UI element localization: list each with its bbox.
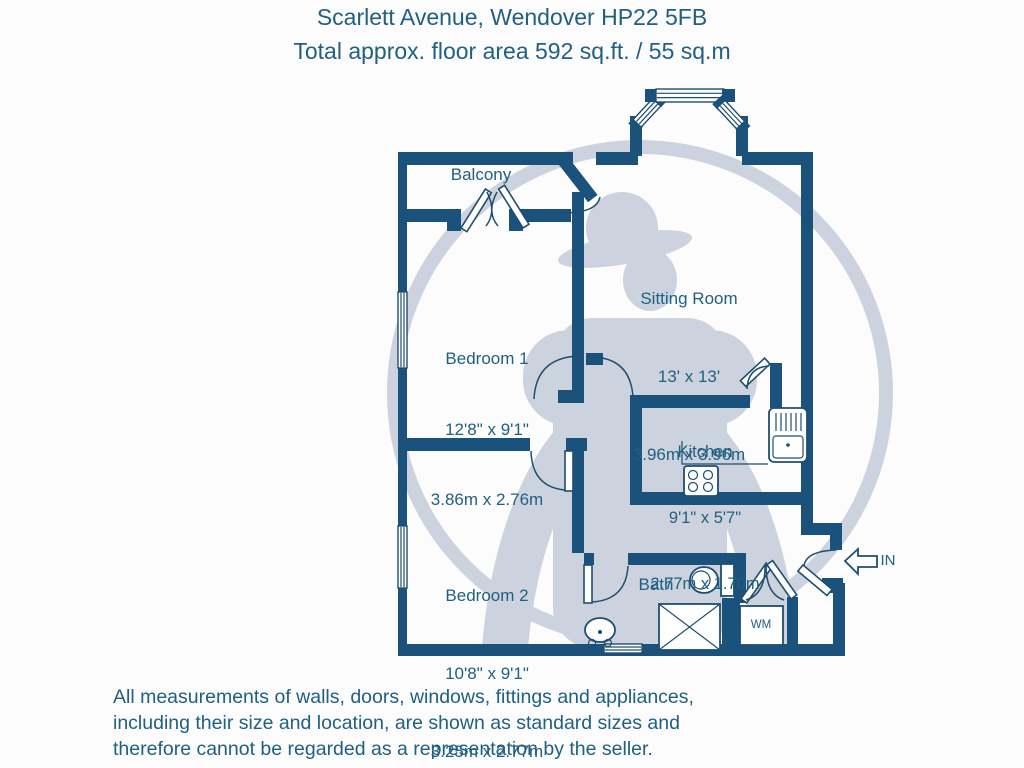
walls <box>398 116 845 656</box>
page-title-address: Scarlett Avenue, Wendover HP22 5FB <box>316 4 708 30</box>
disclaimer-line-2: including their size and location, are s… <box>113 712 680 734</box>
bedroom2-label: Bedroom 2 10'8" x 9'1" 3.25m x 2.77m <box>431 531 543 768</box>
disclaimer-line-1: All measurements of walls, doors, window… <box>113 686 694 708</box>
bedroom2-metric: 3.25m x 2.77m <box>430 742 544 761</box>
bay-window <box>628 88 751 135</box>
bedroom2-name: Bedroom 2 <box>445 586 529 605</box>
washing-machine-box <box>739 605 784 646</box>
bedroom1-window <box>397 291 408 369</box>
entry-door <box>796 549 837 597</box>
balcony-label: Balcony <box>450 165 512 184</box>
sitting-room-metric: 3.96m x 3.96m <box>632 445 746 464</box>
bath-vent-window <box>603 643 643 654</box>
page-title-area: Total approx. floor area 592 sq.ft. / 55… <box>293 38 731 64</box>
bathtub <box>658 603 721 651</box>
kitchen-name: Kitchen <box>677 443 733 461</box>
bedroom1-label: Bedroom 1 12'8" x 9'1" 3.86m x 2.76m <box>431 300 543 559</box>
bedroom1-door-arc <box>533 355 579 400</box>
sitting-room-imperial: 13' x 13' <box>657 367 721 386</box>
sitting-room-balcony-door-arc <box>566 196 601 214</box>
kitchen-sink <box>768 407 808 463</box>
sitting-room-door-arc <box>593 356 634 399</box>
kitchen-counter <box>681 441 768 465</box>
bath-door <box>583 564 629 604</box>
kitchen-metric: 2.77m x 1.70m <box>650 575 760 593</box>
entry-arrow-icon <box>843 546 878 577</box>
bedroom2-imperial: 10'8" x 9'1" <box>445 664 529 683</box>
sitting-room-label: Sitting Room 13' x 13' 3.96m x 3.96m <box>633 234 745 520</box>
toilet <box>689 563 735 597</box>
disclaimer-line-3: therefore cannot be regarded as a repres… <box>113 738 653 760</box>
balcony-french-doors <box>459 184 531 233</box>
bedroom2-door <box>530 450 574 492</box>
basin <box>584 617 616 648</box>
bedroom1-metric: 3.86m x 2.76m <box>430 490 544 509</box>
kitchen-label: Kitchen 9'1" x 5'7" 2.77m x 1.70m <box>650 397 759 639</box>
cupboard-doors <box>739 559 798 605</box>
kitchen-hob <box>683 465 719 497</box>
bedroom1-name: Bedroom 1 <box>445 349 529 368</box>
bedroom1-imperial: 12'8" x 9'1" <box>445 419 529 439</box>
sitting-room-name: Sitting Room <box>640 289 738 308</box>
kitchen-door <box>739 357 772 390</box>
kitchen-imperial: 9'1" x 5'7" <box>668 509 742 527</box>
bath-label: Bath <box>638 575 674 594</box>
washing-machine-label: WM <box>750 619 772 631</box>
entry-in-label: IN <box>880 552 896 569</box>
disclaimer: All measurements of walls, doors, window… <box>113 684 694 762</box>
bedroom2-window <box>397 525 408 589</box>
